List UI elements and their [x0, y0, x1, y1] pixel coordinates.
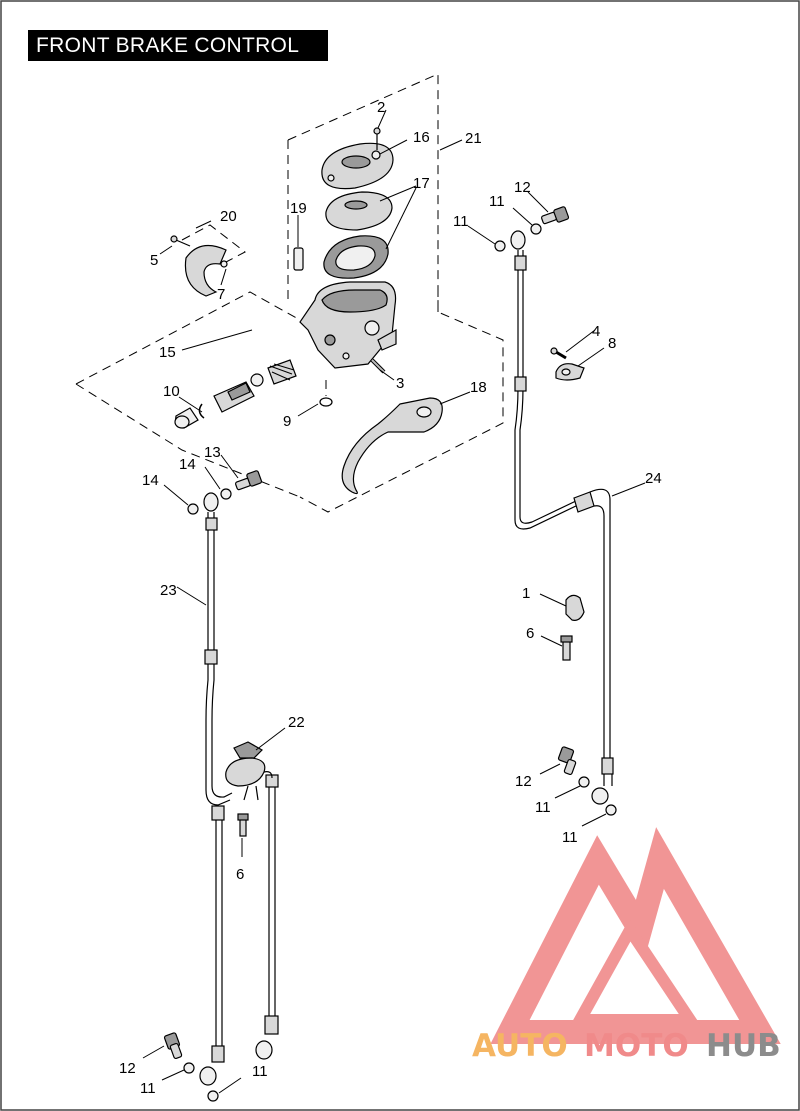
brake-line-left [199, 492, 279, 1086]
callout-8: 8 [608, 335, 616, 352]
banjo-bolt-lower-left [163, 1032, 183, 1059]
callout-23: 23 [160, 582, 177, 599]
banjo-bolt-upper-right [541, 206, 570, 225]
brake-line-right [510, 230, 614, 805]
callout-11-b: 11 [489, 193, 505, 210]
retaining-ring [319, 380, 333, 407]
callout-2: 2 [377, 99, 385, 116]
callout-6-right: 6 [526, 625, 534, 642]
logo-text-auto: AUTO [472, 1028, 568, 1064]
pivot-pin [293, 247, 304, 271]
callout-24: 24 [645, 470, 662, 487]
callout-12-b: 12 [515, 773, 532, 790]
callout-1: 1 [522, 585, 530, 602]
callout-15: 15 [159, 344, 176, 361]
callout-5: 5 [150, 252, 158, 269]
brake-line-clip [555, 363, 585, 381]
callout-22: 22 [288, 714, 305, 731]
brake-line-clamp [565, 594, 585, 621]
diaphragm-gasket [323, 235, 389, 279]
callout-13: 13 [204, 444, 221, 461]
callout-11-f: 11 [252, 1063, 268, 1080]
callout-20: 20 [220, 208, 237, 225]
callout-12-c: 12 [119, 1060, 136, 1077]
callout-11-a: 11 [453, 213, 469, 230]
callout-21: 21 [465, 130, 482, 147]
group-outline-15 [75, 291, 301, 498]
watermark-logo-mark [490, 827, 781, 1044]
manifold-bracket [225, 741, 273, 801]
clip-screw-upper [550, 347, 567, 360]
washer-group [183, 223, 617, 1102]
logo-text-moto: MOTO [584, 1028, 689, 1064]
clamp-screw-lower-right [560, 635, 573, 661]
group-outline-21 [287, 73, 504, 513]
callout-10: 10 [163, 383, 180, 400]
callout-12-a: 12 [514, 179, 531, 196]
callout-11-d: 11 [562, 829, 578, 846]
callout-labels: 1 2 3 4 5 6 6 7 8 9 10 11 11 11 11 11 11… [119, 99, 662, 1097]
callout-11-e: 11 [140, 1080, 156, 1097]
master-cylinder-body [299, 281, 397, 369]
callout-3: 3 [396, 375, 404, 392]
callout-7: 7 [217, 286, 225, 303]
callout-6-lower: 6 [236, 866, 244, 883]
callout-14-a: 14 [142, 472, 159, 489]
callout-19: 19 [290, 200, 307, 217]
callout-11-c: 11 [535, 799, 551, 816]
page-title: FRONT BRAKE CONTROL [28, 30, 328, 61]
callout-4: 4 [592, 323, 600, 340]
callout-18: 18 [470, 379, 487, 396]
diaphragm-plate [325, 191, 393, 231]
callout-17: 17 [413, 175, 430, 192]
callout-16: 16 [413, 129, 430, 146]
callout-14-b: 14 [179, 456, 196, 473]
banjo-bolt-lower-right [557, 746, 577, 775]
brake-lever [341, 397, 443, 495]
bracket-screw [237, 813, 249, 837]
handlebar-clamp [170, 235, 228, 297]
callout-9: 9 [283, 413, 291, 430]
leader-lines [142, 109, 646, 1094]
piston-assembly [174, 359, 297, 429]
group-outline-20 [181, 224, 246, 263]
lever-pivot-screw [370, 358, 386, 374]
banjo-bolt-upper-left [235, 470, 263, 491]
reservoir-cover [321, 127, 394, 190]
logo-text-hub: HUB [706, 1028, 781, 1064]
